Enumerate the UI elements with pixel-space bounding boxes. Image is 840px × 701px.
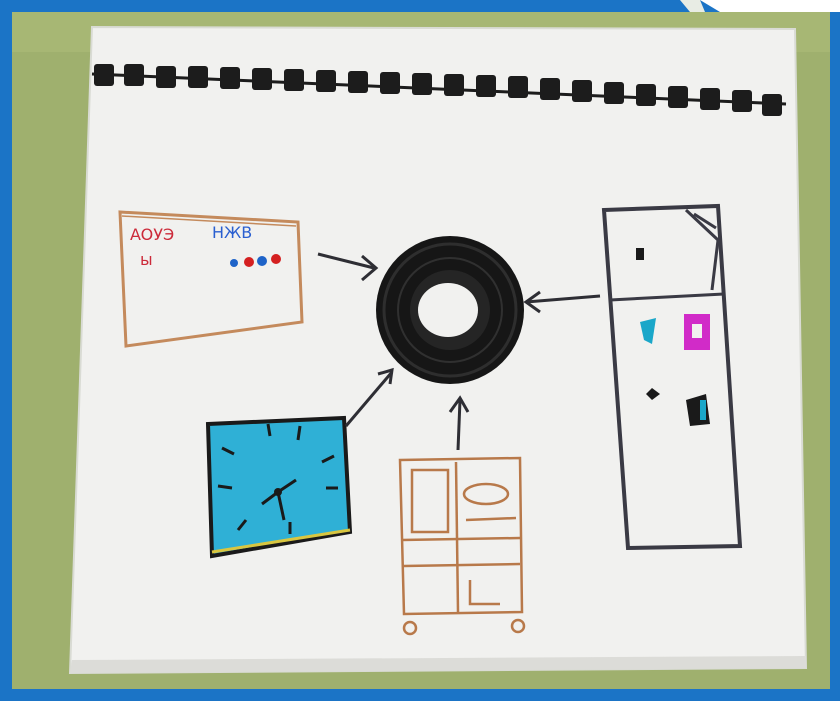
ring-icon xyxy=(376,236,524,384)
board-letters-second: ы xyxy=(140,250,153,269)
board-dot xyxy=(257,256,267,266)
board-letters-blue: НЖВ xyxy=(212,223,252,242)
board-dot xyxy=(230,259,238,267)
board-letters-red: AOУЭ xyxy=(130,225,174,244)
board-dot xyxy=(244,257,254,267)
clock-icon xyxy=(208,418,350,556)
board-dot xyxy=(271,254,281,264)
arrow-from-stove xyxy=(458,400,460,450)
corner-notch xyxy=(700,0,840,12)
